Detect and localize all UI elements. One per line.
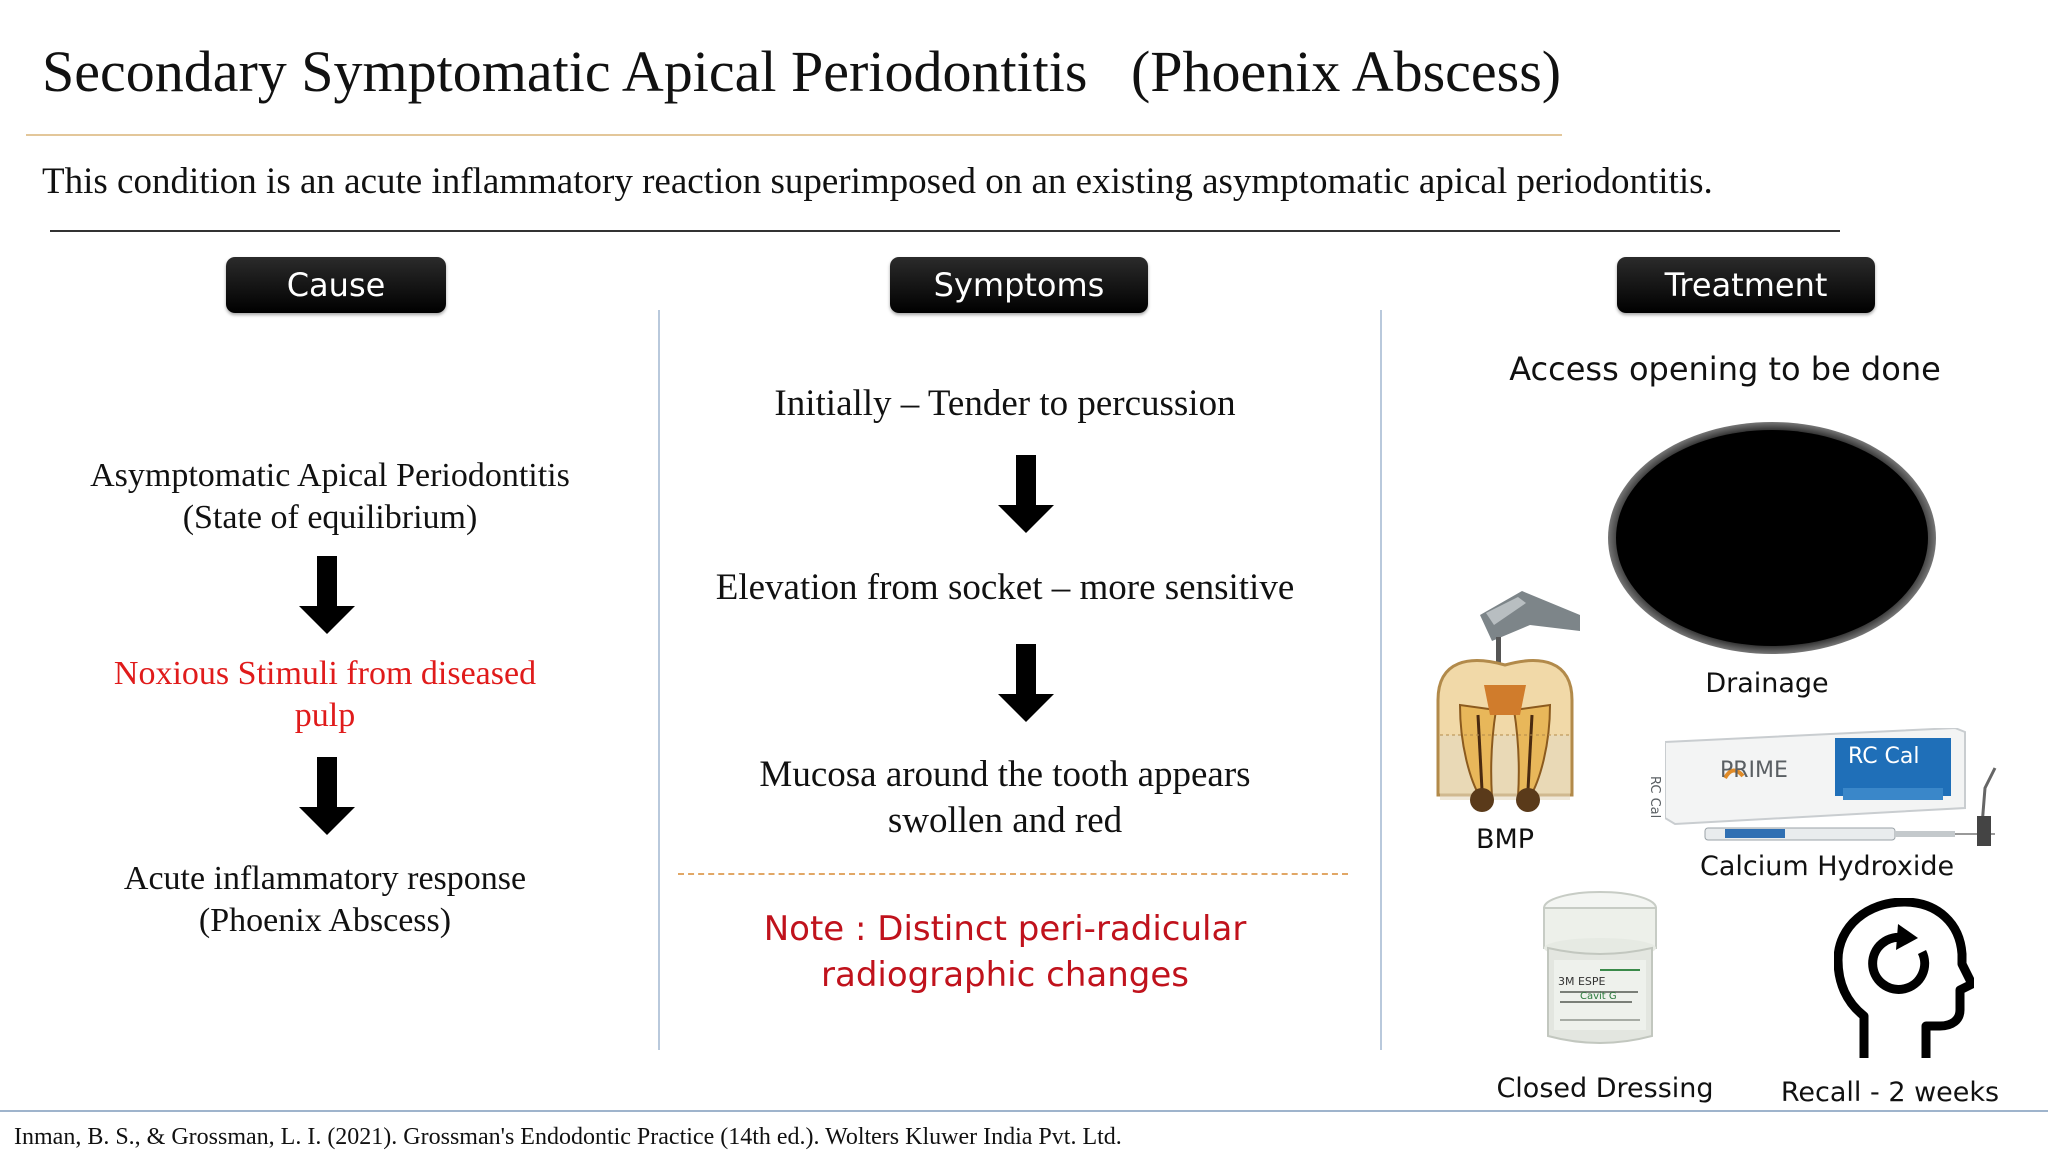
symptom-step-3: Mucosa around the tooth appears swollen … (680, 752, 1330, 844)
symptom-note-line-1: Note : Distinct peri-radicular (763, 909, 1247, 949)
jar-brand: 3M ESPE (1558, 975, 1606, 988)
symptom-note: Note : Distinct peri-radicular radiograp… (680, 906, 1330, 998)
note-divider (678, 873, 1348, 875)
cause-step-1-line-1: Asymptomatic Apical Periodontitis (90, 457, 570, 494)
recall-label: Recall - 2 weeks (1780, 1077, 2000, 1108)
calcium-hydroxide-label: Calcium Hydroxide (1700, 851, 1955, 882)
cause-step-3-line-2: (Phoenix Abscess) (198, 902, 452, 939)
down-arrow-icon (998, 644, 1054, 722)
symptom-step-2: Elevation from socket – more sensitive (715, 567, 1295, 608)
symptom-step-3-line-2: swollen and red (887, 800, 1123, 841)
footer-citation: Inman, B. S., & Grossman, L. I. (2021). … (14, 1124, 1122, 1150)
treatment-access: Access opening to be done (1509, 350, 1941, 388)
cause-step-1: Asymptomatic Apical Periodontitis (State… (40, 455, 620, 539)
jar-name: Cavit G (1580, 991, 1617, 1002)
down-arrow-icon (998, 455, 1054, 533)
cause-step-2-line-2: pulp (294, 697, 356, 734)
footer-divider (0, 1110, 2048, 1112)
symptom-step-3-line-1: Mucosa around the tooth appears (759, 754, 1251, 795)
product-side-label: RC Cal (1647, 776, 1662, 819)
down-arrow-icon (299, 556, 355, 634)
symptom-step-1: Initially – Tender to percussion (774, 383, 1236, 424)
bmp-label: BMP (1475, 824, 1535, 855)
symptoms-header: Symptoms (890, 257, 1148, 313)
cause-step-3-line-1: Acute inflammatory response (123, 860, 527, 897)
cavit-jar-image (1543, 891, 1657, 1044)
cause-step-1-line-2: (State of equilibrium) (182, 499, 478, 536)
product-name: RC Cal (1848, 744, 1920, 769)
calcium-hydroxide-product (1665, 728, 1997, 846)
cause-step-3: Acute inflammatory response (Phoenix Abs… (40, 858, 610, 942)
drainage-label: Drainage (1705, 668, 1829, 699)
closed-dressing-label: Closed Dressing (1496, 1073, 1714, 1104)
title-divider (26, 134, 1562, 136)
tooth-handpiece-image (1436, 591, 1580, 812)
cause-step-2-line-1: Noxious Stimuli from diseased (113, 655, 537, 692)
symptom-note-line-2: radiographic changes (821, 955, 1189, 995)
head-refresh-icon (1834, 898, 1974, 1058)
intro-text: This condition is an acute inflammatory … (42, 161, 1713, 202)
slide-title: Secondary Symptomatic Apical Periodontit… (42, 39, 1562, 104)
cause-header: Cause (226, 257, 446, 313)
product-brand: PRIME (1720, 758, 1788, 783)
treatment-header: Treatment (1617, 257, 1875, 313)
column-divider-right (1380, 310, 1382, 1050)
intro-divider (50, 230, 1840, 232)
down-arrow-icon (299, 757, 355, 835)
cause-step-2: Noxious Stimuli from diseased pulp (40, 653, 610, 737)
column-divider-left (658, 310, 660, 1050)
drainage-image (1608, 422, 1936, 654)
